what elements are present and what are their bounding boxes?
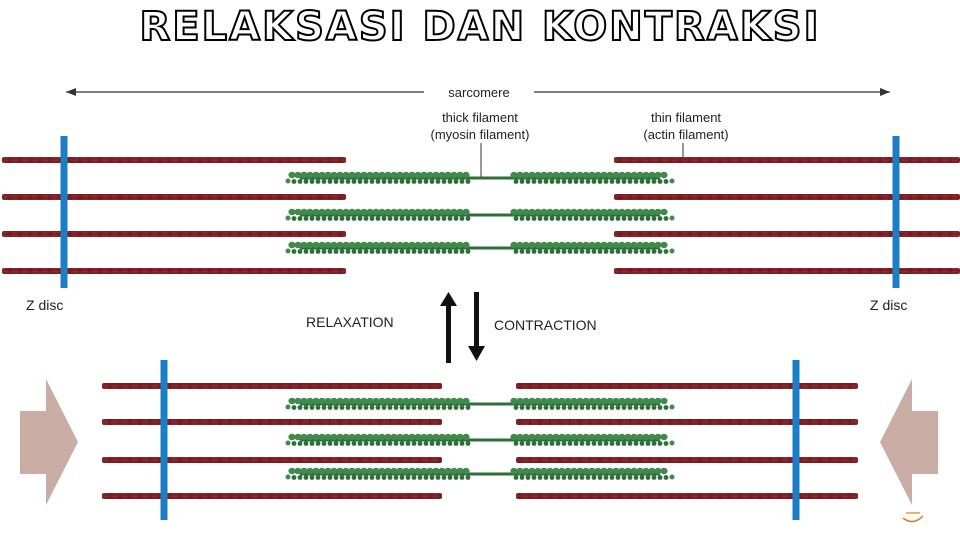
compression-arrow-left-icon <box>20 379 78 505</box>
thin-filament <box>516 457 858 463</box>
relaxation-label: RELAXATION <box>306 314 394 330</box>
arrow-down-icon <box>468 292 485 361</box>
z-disc <box>792 360 800 520</box>
myosin-heads <box>285 208 675 221</box>
thick-filament-core <box>300 438 660 442</box>
z-disc-label-right: Z disc <box>870 297 907 313</box>
thick-filament-core <box>300 472 660 476</box>
myosin-heads <box>285 241 675 254</box>
thin-filament <box>614 157 960 163</box>
myosin-heads <box>285 397 675 410</box>
thin-filament <box>614 231 960 237</box>
thin-filament <box>2 194 346 200</box>
thick-filament-core <box>300 213 660 217</box>
thin-filament <box>102 419 442 425</box>
contracted-sarcomere <box>102 360 858 520</box>
thin-filament <box>102 493 442 499</box>
compression-arrow-right-icon <box>880 379 938 505</box>
page-title: RELAKSASI DAN KONTRAKSI <box>139 3 821 51</box>
thick-filament-label: thick filament <box>442 110 518 125</box>
thin-filament <box>516 383 858 389</box>
thin-filament-label: thin filament <box>651 110 721 125</box>
thick-filament-core <box>300 402 660 406</box>
myosin-heads <box>285 467 675 480</box>
actin-filament-label: (actin filament) <box>643 127 728 142</box>
arrow-up-icon <box>440 292 457 363</box>
sarcomere-dimension: sarcomere <box>66 84 890 100</box>
myosin-heads <box>285 433 675 446</box>
thin-filament <box>2 231 346 237</box>
contraction-label: CONTRACTION <box>494 317 597 333</box>
z-disc <box>160 360 168 520</box>
thin-filament <box>102 457 442 463</box>
myosin-heads <box>285 171 675 184</box>
myosin-filament-label: (myosin filament) <box>431 127 530 142</box>
relaxed-sarcomere <box>2 136 960 288</box>
page-corner-mark <box>902 515 924 523</box>
thin-filament <box>614 194 960 200</box>
sarcomere-label: sarcomere <box>448 85 509 100</box>
thick-filament-core <box>300 176 660 180</box>
thin-filament <box>516 419 858 425</box>
z-disc <box>892 136 900 288</box>
thick-filament-core <box>300 246 660 250</box>
z-disc <box>60 136 68 288</box>
thin-filament <box>2 268 346 274</box>
thin-filament <box>516 493 858 499</box>
z-disc-label-left: Z disc <box>26 297 63 313</box>
thin-filament <box>614 268 960 274</box>
thin-filament <box>102 383 442 389</box>
thin-filament <box>2 157 346 163</box>
